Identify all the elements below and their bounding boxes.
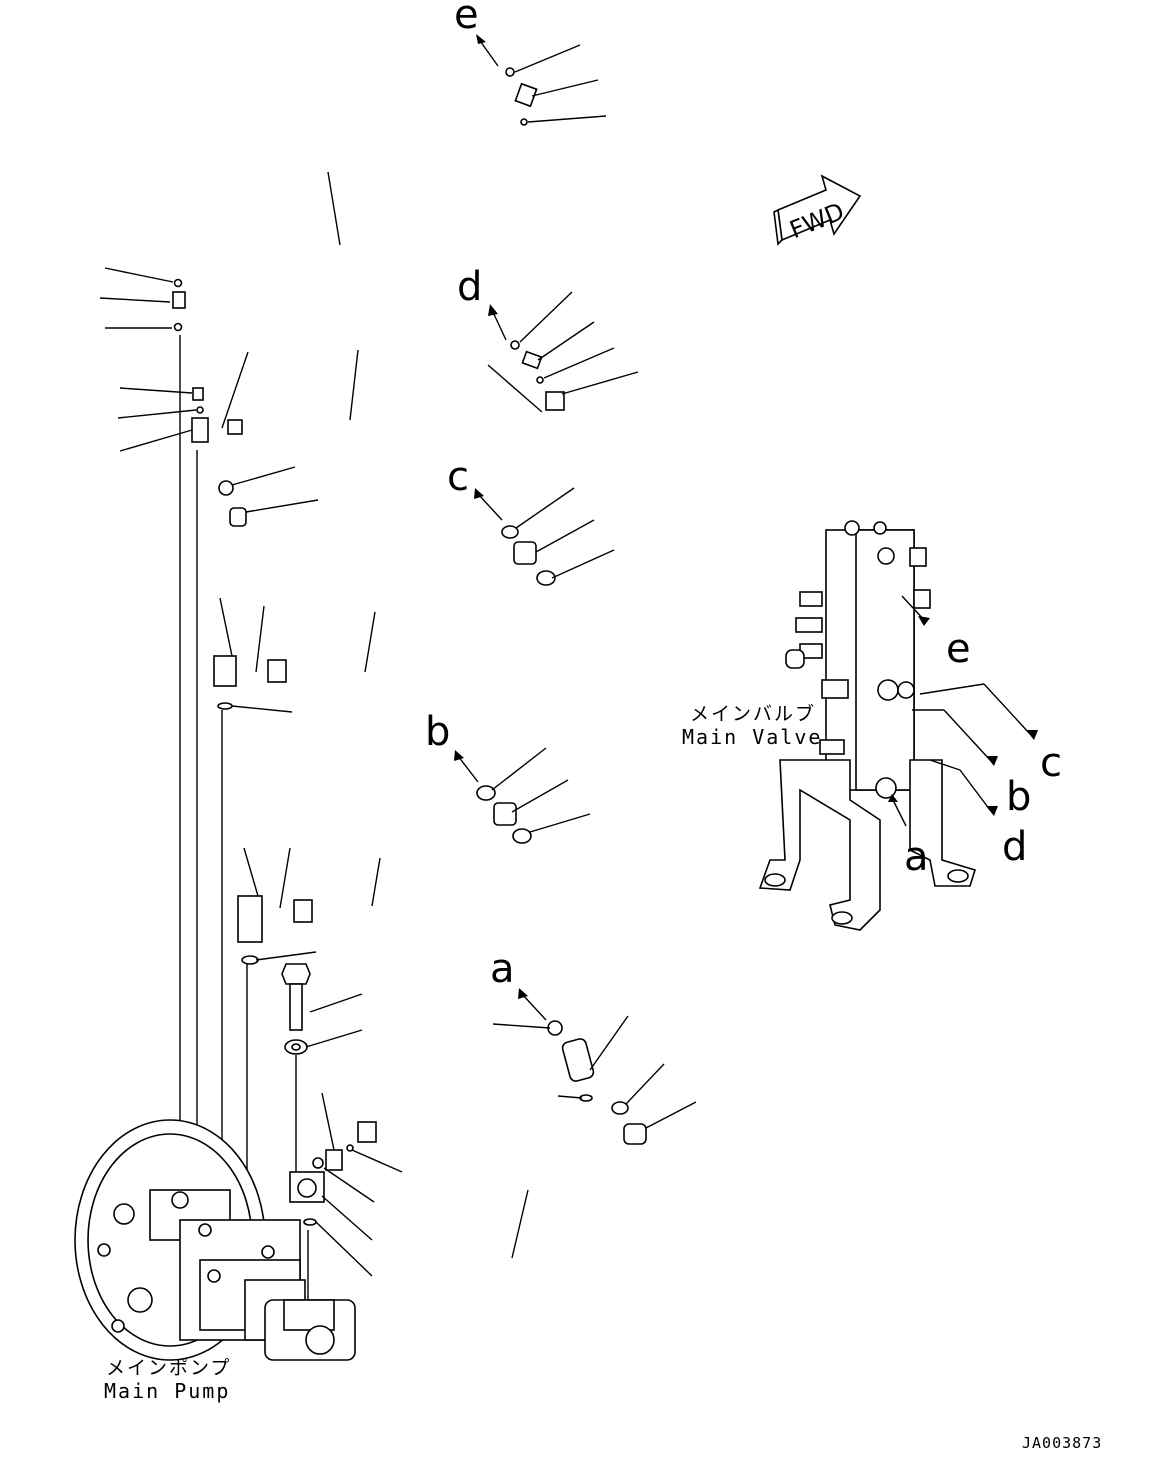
drawing-code: JA003873: [1022, 1434, 1102, 1452]
hose-c: [213, 487, 615, 713]
hose-b: [237, 747, 591, 965]
fwd-arrow: FWD: [773, 174, 862, 246]
main-valve-illustration: [758, 520, 1038, 931]
main-pump-illustration: [74, 1119, 356, 1361]
label-c-valve: c: [1040, 740, 1062, 786]
label-a-valve: a: [904, 834, 929, 880]
label-e-valve: e: [946, 626, 971, 672]
label-b-top: b: [425, 709, 450, 755]
bolt-flange: [281, 963, 363, 1055]
main-pump-label-jp: メインポンプ: [106, 1357, 231, 1379]
label-c-top: c: [447, 454, 469, 500]
hose-d: [117, 291, 639, 527]
main-pump-label-en: Main Pump: [104, 1379, 230, 1403]
main-valve-label-en: Main Valve: [682, 725, 822, 749]
hose-e: [99, 34, 607, 332]
label-a-top: a: [490, 946, 515, 992]
label-b-valve: b: [1006, 774, 1031, 820]
assembly-lines: [179, 335, 309, 1300]
label-d-top: d: [457, 264, 482, 310]
main-valve-label-jp: メインバルブ: [690, 702, 816, 725]
label-d-valve: d: [1002, 824, 1027, 870]
label-e-top: e: [454, 0, 479, 38]
hose-a: [289, 988, 697, 1277]
